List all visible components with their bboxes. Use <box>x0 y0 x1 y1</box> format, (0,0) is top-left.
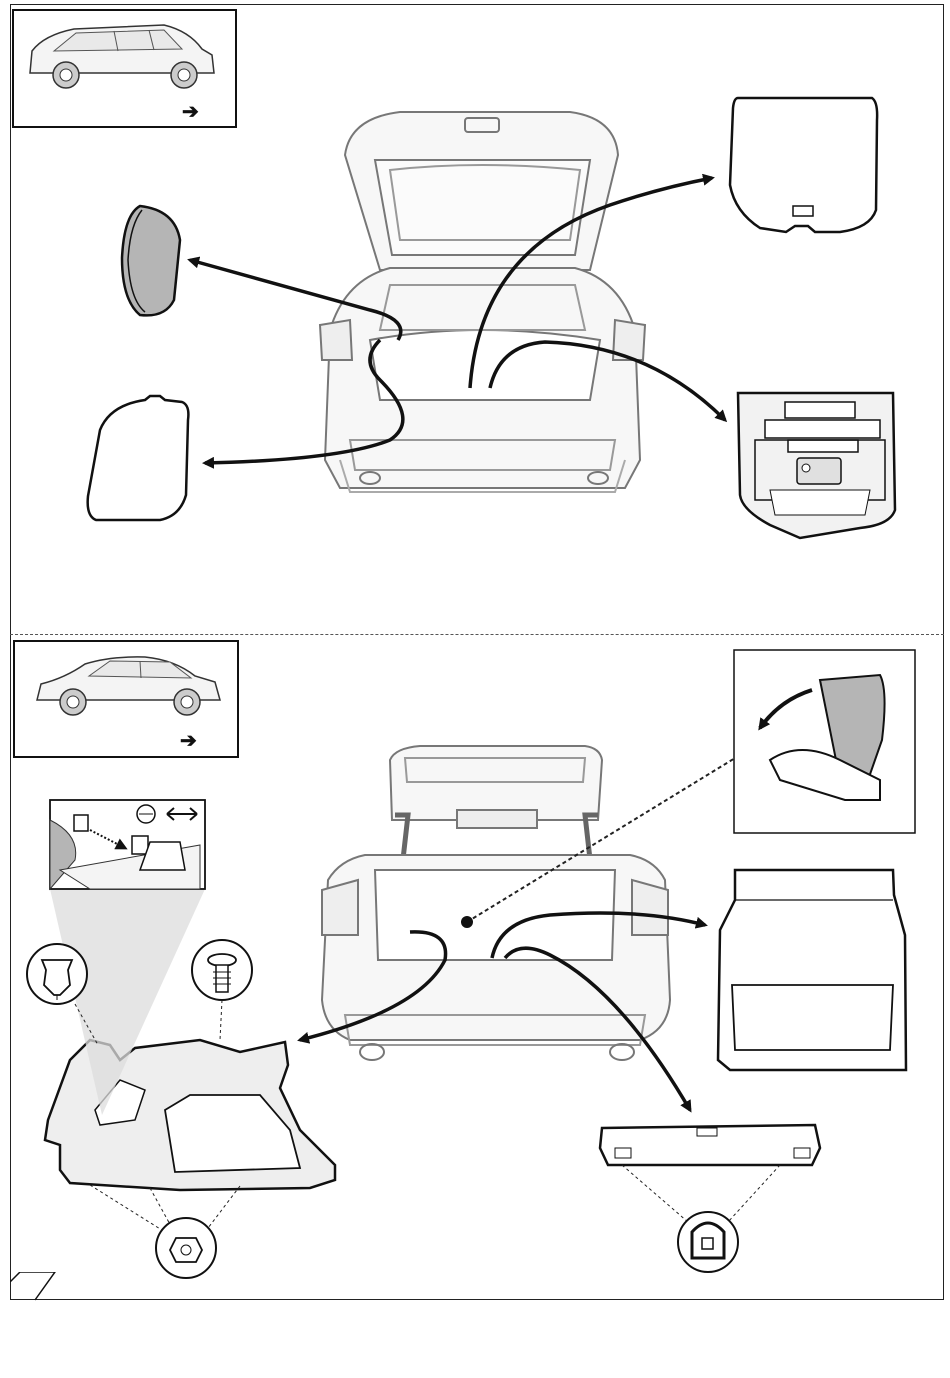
side-trim-icon <box>45 1040 335 1190</box>
page-corner-mark <box>10 1272 70 1304</box>
side-cover-icon <box>88 396 189 520</box>
connector-detail-icon <box>50 800 205 889</box>
storage-tray-icon <box>738 393 895 538</box>
clip-nut-icon <box>90 1185 240 1278</box>
floor-board-icon <box>730 98 877 232</box>
floor-panel-icon <box>718 870 906 1070</box>
seat-fold-icon <box>734 650 915 833</box>
oval-cover-icon <box>122 206 180 315</box>
sill-trim-icon <box>600 1125 820 1272</box>
sedan-rear-view <box>322 746 670 1060</box>
wagon-rear-view <box>320 112 645 492</box>
fir-tree-clip-icon <box>192 940 252 1040</box>
